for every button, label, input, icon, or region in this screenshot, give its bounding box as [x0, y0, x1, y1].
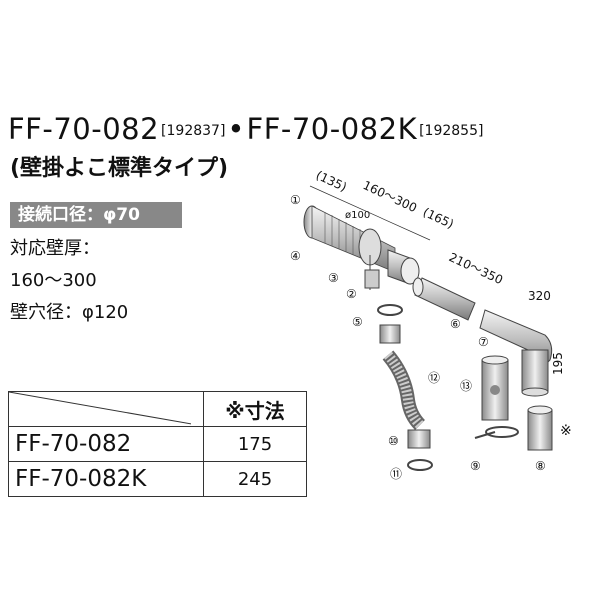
table-corner-cell — [8, 391, 204, 427]
part-10: ⑩ — [388, 434, 399, 448]
part-2: ② — [346, 287, 357, 301]
part-3: ③ — [328, 271, 339, 285]
part-7: ⑦ — [478, 335, 489, 349]
model-a: FF-70-082 — [8, 112, 160, 146]
clamp-bracket — [474, 426, 519, 439]
wall-thickness-label: 対応壁厚： — [10, 238, 100, 259]
subtitle: (壁掛よこ標準タイプ) — [10, 156, 229, 181]
code-a: [192837] — [161, 123, 226, 139]
dim-165: (165) — [421, 205, 456, 231]
part-1: ① — [290, 193, 301, 207]
flex-hose-set — [377, 304, 433, 471]
table-header: ※寸法 — [203, 391, 307, 427]
row-model: FF-70-082 — [8, 426, 204, 462]
parts-diagram: (135) 160〜300 (165) ø100 210〜350 320 195 — [290, 168, 572, 481]
dim-mark: ※ — [560, 423, 572, 439]
dim-195: 195 — [551, 352, 565, 375]
dim-phi100: ø100 — [345, 210, 370, 221]
part-4: ④ — [290, 249, 301, 263]
part-8: ⑧ — [535, 459, 546, 473]
elbow-pipe: 320 195 — [479, 289, 565, 397]
hole-diameter: 壁穴径：φ120 — [10, 302, 129, 323]
part-13: ⑬ — [460, 379, 472, 393]
row-model: FF-70-082K — [8, 461, 204, 497]
part-11: ⑪ — [390, 467, 402, 481]
model-b: FF-70-082K — [246, 112, 418, 146]
vertical-pipe: ※ — [527, 405, 572, 451]
row-value: 175 — [203, 426, 307, 462]
diagonal-line — [9, 392, 191, 425]
dimension-table: ※寸法 FF-70-082 175 FF-70-082K 245 — [8, 391, 307, 497]
dim-line-top — [309, 185, 431, 241]
wall-terminal-assembly — [303, 205, 420, 290]
separator: • — [227, 112, 245, 146]
dim-210-350: 210〜350 — [447, 250, 505, 287]
page-title: FF-70-082[192837]•FF-70-082K[192855] — [8, 112, 483, 146]
code-b: [192855] — [419, 123, 484, 139]
part-6: ⑥ — [450, 317, 461, 331]
table-row: FF-70-082 175 — [8, 426, 307, 462]
extension-pipe: 210〜350 — [412, 250, 505, 321]
part-5: ⑤ — [352, 315, 363, 329]
table-header-row: ※寸法 — [8, 391, 307, 427]
connection-badge: 接続口径：φ70 — [10, 202, 182, 228]
straight-pipe — [481, 355, 509, 421]
wall-thickness-value: 160〜300 — [10, 270, 97, 291]
part-callouts: ① ② ③ ④ ⑤ ⑥ ⑦ ⑧ ⑨ ⑩ ⑪ ⑫ ⑬ — [290, 193, 546, 481]
part-12: ⑫ — [428, 371, 440, 385]
row-value: 245 — [203, 461, 307, 497]
table-row: FF-70-082K 245 — [8, 461, 307, 497]
dim-320: 320 — [528, 289, 551, 303]
part-9: ⑨ — [470, 459, 481, 473]
